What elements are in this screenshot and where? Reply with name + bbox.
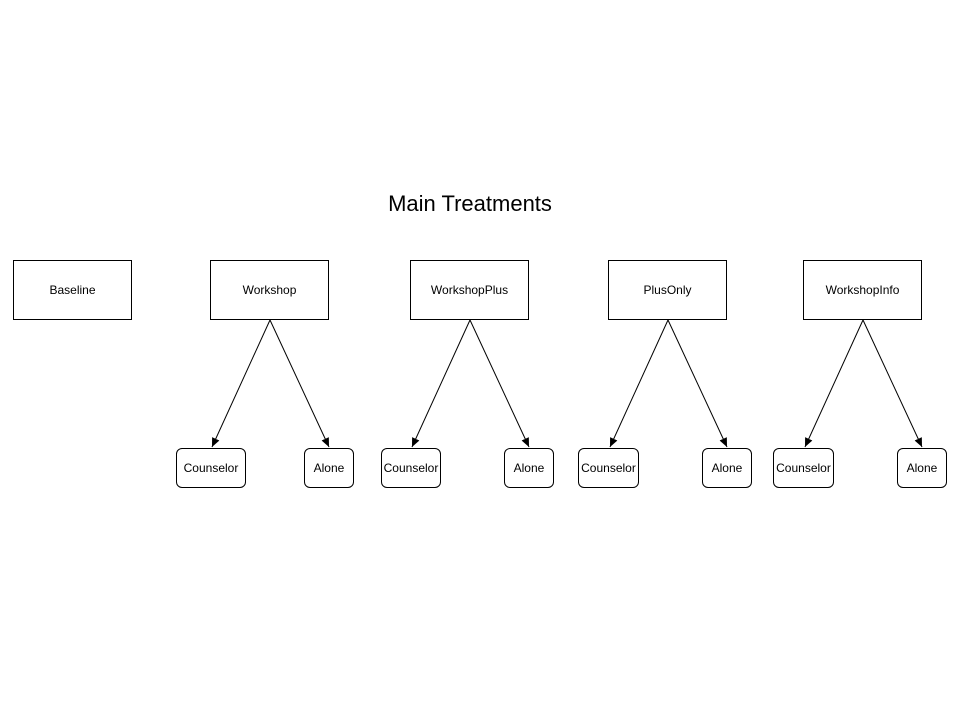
arrow-plusonly-to-alone bbox=[667, 319, 728, 448]
arrow-workshop-to-alone bbox=[269, 319, 330, 448]
node-plusonly-counselor: Counselor bbox=[578, 448, 639, 488]
arrow-workshopinfo-to-alone bbox=[862, 319, 923, 448]
node-workshop-alone: Alone bbox=[304, 448, 354, 488]
node-workshopinfo-alone: Alone bbox=[897, 448, 947, 488]
node-workshopinfo: WorkshopInfo bbox=[803, 260, 922, 320]
node-workshop: Workshop bbox=[210, 260, 329, 320]
diagram-title: Main Treatments bbox=[388, 191, 552, 216]
arrow-workshop-to-counselor bbox=[211, 319, 271, 448]
node-plusonly-alone: Alone bbox=[702, 448, 752, 488]
node-workshopplus-alone: Alone bbox=[504, 448, 554, 488]
node-workshop-counselor: Counselor bbox=[176, 448, 246, 488]
arrow-workshopplus-to-alone bbox=[469, 319, 530, 448]
arrow-workshopplus-to-counselor bbox=[411, 319, 471, 448]
node-workshopplus: WorkshopPlus bbox=[410, 260, 529, 320]
node-workshopinfo-counselor: Counselor bbox=[773, 448, 834, 488]
arrow-plusonly-to-counselor bbox=[609, 319, 669, 448]
node-workshopplus-counselor: Counselor bbox=[381, 448, 441, 488]
node-plusonly: PlusOnly bbox=[608, 260, 727, 320]
node-baseline: Baseline bbox=[13, 260, 132, 320]
arrow-workshopinfo-to-counselor bbox=[804, 319, 864, 448]
